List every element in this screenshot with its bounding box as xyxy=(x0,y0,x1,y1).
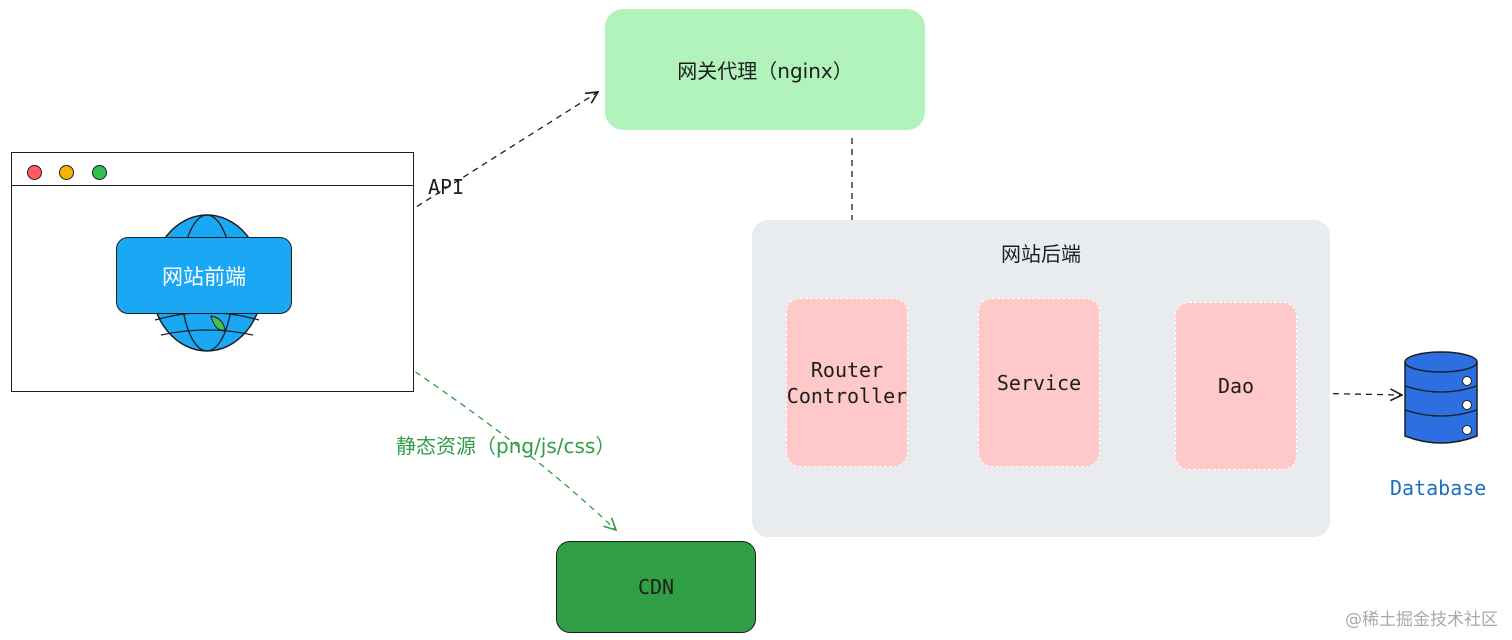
yellow-dot-icon xyxy=(59,165,74,180)
gateway-label: 网关代理（nginx） xyxy=(677,59,853,83)
frontend-label: 网站前端 xyxy=(162,264,246,289)
dao-label: Dao xyxy=(1217,374,1255,398)
backend-group-title: 网站后端 xyxy=(1001,242,1081,266)
service-node: Service xyxy=(978,298,1100,467)
gateway-node: 网关代理（nginx） xyxy=(605,9,925,130)
api-edge-label: API xyxy=(428,175,465,199)
cdn-node: CDN xyxy=(556,541,756,633)
router-label-line1: Router xyxy=(810,357,884,382)
database-icon xyxy=(1404,351,1478,444)
router-controller-node: Router Controller xyxy=(786,298,908,467)
router-label-line2: Controller xyxy=(786,383,908,408)
dao-node: Dao xyxy=(1175,302,1297,470)
static-edge-label: 静态资源（png/js/css） xyxy=(396,434,616,458)
watermark: @稀土掘金技术社区 xyxy=(1345,610,1498,630)
service-label: Service xyxy=(996,370,1082,395)
green-dot-icon xyxy=(92,165,107,180)
static-edge xyxy=(295,292,616,530)
cdn-label: CDN xyxy=(637,575,675,599)
browser-title-bar xyxy=(12,185,413,186)
frontend-node: 网站前端 xyxy=(116,237,292,314)
database-label: Database xyxy=(1390,476,1487,500)
red-dot-icon xyxy=(27,165,42,180)
